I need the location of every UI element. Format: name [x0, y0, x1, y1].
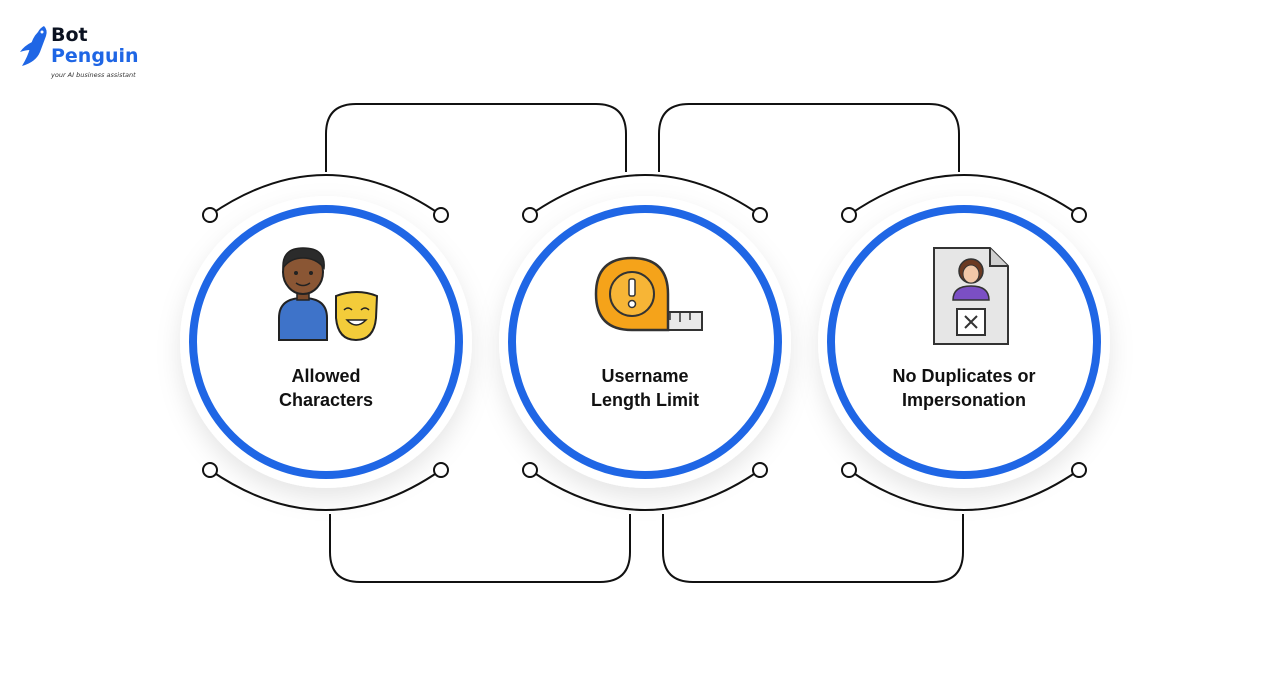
node-no-duplicates: [818, 174, 1110, 511]
bottom-connector-1-2: [329, 514, 631, 583]
person-with-mask-icon: [278, 247, 379, 342]
document-profile-rejected-icon: [933, 247, 1009, 345]
top-connector-1-2: [325, 103, 627, 172]
node-3-bottom-arc: [848, 469, 1080, 511]
node-1-label-line-2: Characters: [278, 390, 374, 410]
node-1-label-line-1: Allowed: [291, 366, 361, 386]
measuring-tape-warning-icon: [594, 256, 703, 332]
logo-name-line-2: Penguin: [51, 45, 139, 67]
node-2-ring: [508, 205, 782, 479]
bottom-connector-2-3: [662, 514, 964, 583]
node-1-top-arc: [209, 174, 442, 216]
penguin-bird-icon: [20, 26, 47, 66]
node-label-allowed-characters: Allowed Characters: [216, 364, 436, 412]
node-3-top-arc: [848, 174, 1080, 216]
node-label-no-duplicates: No Duplicates or Impersonation: [854, 364, 1074, 412]
node-label-username-length-limit: Username Length Limit: [535, 364, 755, 412]
node-1-dot-tr: [433, 207, 449, 223]
node-2-dot-tr: [752, 207, 768, 223]
node-2-label-line-2: Length Limit: [591, 390, 699, 410]
botpenguin-logo: Bot Penguin your AI business assistant: [18, 24, 158, 84]
node-allowed-characters: [180, 174, 472, 511]
node-3-label-line-2: Impersonation: [901, 390, 1026, 410]
node-3-dot-tl: [841, 207, 857, 223]
node-2-top-arc: [529, 174, 761, 216]
node-2-dot-tl: [522, 207, 538, 223]
top-connector-2-3: [658, 103, 960, 172]
node-2-bottom-arc: [529, 469, 761, 511]
node-3-dot-tr: [1071, 207, 1087, 223]
node-1-dot-br: [433, 462, 449, 478]
node-3-dot-br: [1071, 462, 1087, 478]
node-username-length-limit: [499, 174, 791, 511]
node-1-bottom-arc: [209, 469, 442, 511]
node-1-dot-bl: [202, 462, 218, 478]
node-3-dot-bl: [841, 462, 857, 478]
node-2-dot-bl: [522, 462, 538, 478]
logo-tagline: your AI business assistant: [51, 71, 136, 79]
node-1-dot-tl: [202, 207, 218, 223]
node-3-label-line-1: No Duplicates or: [892, 366, 1036, 386]
node-1-ring: [189, 205, 463, 479]
logo-name-line-1: Bot: [51, 24, 88, 46]
node-2-label-line-1: Username: [601, 366, 689, 386]
node-2-dot-br: [752, 462, 768, 478]
